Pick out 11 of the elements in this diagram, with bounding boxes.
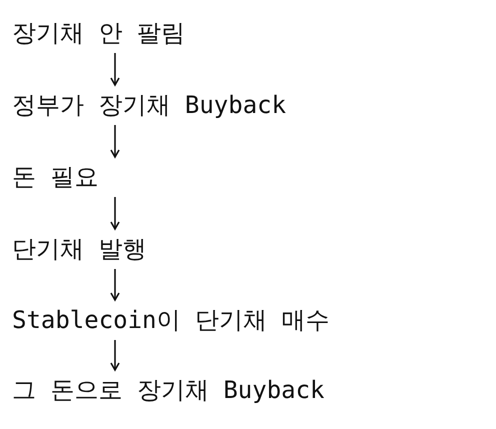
step-text: 장기채 안 팔림 [12, 18, 185, 48]
arrow [110, 53, 120, 86]
arrow [110, 340, 120, 371]
arrow [110, 197, 120, 230]
step-text: 그 돈으로 장기채 Buyback [12, 375, 324, 405]
step-text: 정부가 장기채 Buyback [12, 90, 286, 120]
step-text: 돈 필요 [12, 162, 98, 192]
step-text: Stablecoin이 단기채 매수 [12, 305, 330, 335]
arrow [110, 125, 120, 158]
arrow [110, 269, 120, 301]
step-text: 단기채 발행 [12, 234, 146, 264]
